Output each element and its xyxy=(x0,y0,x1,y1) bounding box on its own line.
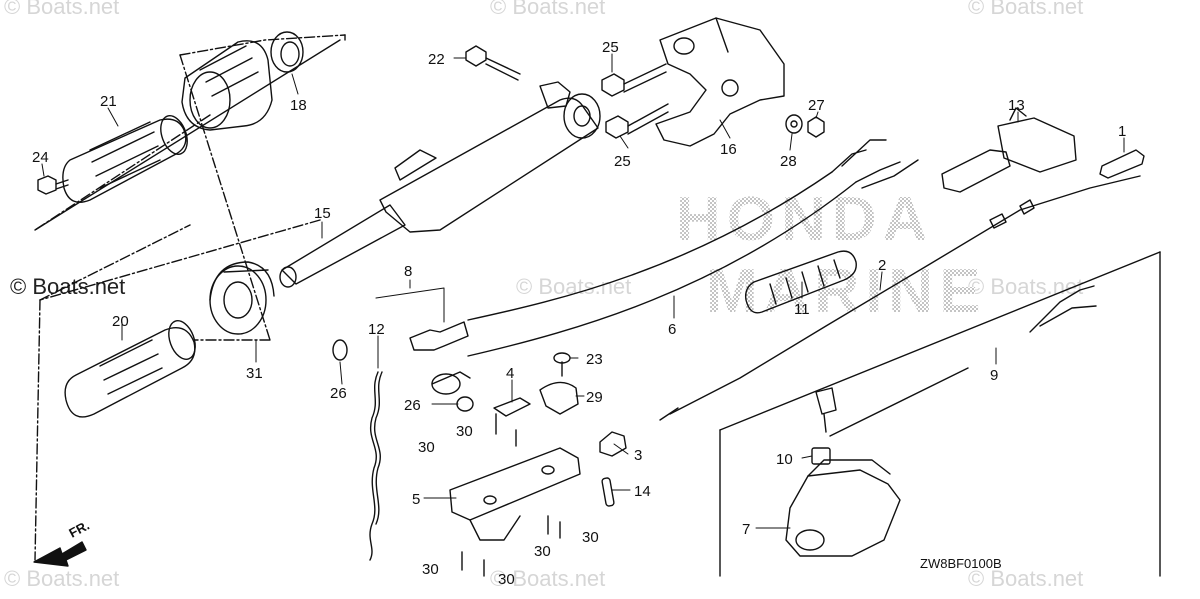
callout-24: 24 xyxy=(32,149,49,166)
callout-28: 28 xyxy=(780,153,797,170)
control-box-7 xyxy=(785,459,901,557)
fr-label: FR. xyxy=(66,518,92,541)
callout-26-lower: 26 xyxy=(404,397,421,414)
lanyard-12 xyxy=(369,371,383,561)
watermark-top-right: © Boats.net xyxy=(968,0,1084,19)
switch-13 xyxy=(941,107,1077,193)
pin-14 xyxy=(601,477,615,507)
bolt-22 xyxy=(465,45,571,109)
grommet-3 xyxy=(599,431,627,457)
tiller-handle-15 xyxy=(279,93,601,288)
callout-27: 27 xyxy=(808,97,825,114)
callout-11: 11 xyxy=(794,301,810,318)
throttle-grip-21 xyxy=(62,115,188,203)
brand-watermark-line2: MARINE xyxy=(706,257,987,326)
screws-30 xyxy=(461,413,561,577)
callout-labels: 1 2 3 4 5 6 7 8 9 10 11 12 13 14 15 16 1… xyxy=(32,39,1126,588)
watermark-mid-center: © Boats.net xyxy=(516,274,632,299)
callout-30-c: 30 xyxy=(534,543,551,560)
callout-14: 14 xyxy=(634,483,651,500)
washer-28 xyxy=(785,114,803,134)
watermark-top-center: © Boats.net xyxy=(490,0,606,19)
lower-right-frame xyxy=(719,251,1161,577)
key-rod-9 xyxy=(815,285,1097,437)
watermark-mid-right: © Boats.net xyxy=(968,274,1084,299)
callout-2: 2 xyxy=(878,257,886,274)
clamp-29 xyxy=(539,381,579,415)
bolt-25-upper xyxy=(601,63,667,97)
callout-12: 12 xyxy=(368,321,385,338)
callout-21: 21 xyxy=(100,93,117,110)
bolt-25-lower xyxy=(605,103,669,139)
brand-watermark-line1: HONDA xyxy=(676,185,933,254)
callout-8: 8 xyxy=(404,263,412,280)
watermark-bottom-left: © Boats.net xyxy=(4,566,120,591)
callout-23: 23 xyxy=(586,351,603,368)
callout-26-upper: 26 xyxy=(330,385,347,402)
callout-30-f: 30 xyxy=(498,571,515,588)
callout-1: 1 xyxy=(1118,123,1126,140)
frame-line-b xyxy=(39,219,321,301)
callout-30-e: 30 xyxy=(422,561,439,578)
callout-3: 3 xyxy=(634,447,642,464)
clip-1 xyxy=(1099,149,1145,179)
grip-cage xyxy=(181,40,273,131)
grip-20 xyxy=(64,320,196,418)
washer-26-lower xyxy=(456,396,474,412)
callout-4: 4 xyxy=(506,365,514,382)
callout-9: 9 xyxy=(990,367,998,384)
grip-group-frame xyxy=(34,34,346,561)
washer-26-upper xyxy=(332,339,348,361)
bracket-16 xyxy=(655,17,785,147)
leader-lines xyxy=(41,53,1125,529)
throttle-spool-31 xyxy=(209,261,275,335)
watermark-bottom-center: © Boats.net xyxy=(490,566,606,591)
callout-10: 10 xyxy=(776,451,793,468)
callout-16: 16 xyxy=(720,141,737,158)
bracket-plate-5 xyxy=(449,447,581,541)
plate-4 xyxy=(493,397,531,417)
callout-13: 13 xyxy=(1008,97,1025,114)
callout-5: 5 xyxy=(412,491,420,508)
fr-arrow-icon xyxy=(33,541,87,567)
watermark-top-left: © Boats.net xyxy=(4,0,120,19)
seal-10 xyxy=(811,447,831,465)
bolt-24 xyxy=(37,175,69,195)
sleeve-11 xyxy=(744,250,857,314)
callout-25-lower: 25 xyxy=(614,153,631,170)
callout-15: 15 xyxy=(314,205,331,222)
throttle-cable-2 xyxy=(659,175,1141,421)
harness-6 xyxy=(467,139,919,357)
nut-27 xyxy=(807,116,825,138)
callout-30-a: 30 xyxy=(456,423,473,440)
callout-22: 22 xyxy=(428,51,445,68)
callout-20: 20 xyxy=(112,313,129,330)
callout-6: 6 xyxy=(668,321,676,338)
connector-8-lower xyxy=(431,371,471,395)
connector-8-upper xyxy=(409,321,469,351)
callout-7: 7 xyxy=(742,521,750,538)
callout-18: 18 xyxy=(290,97,307,114)
callout-31: 31 xyxy=(246,365,263,382)
ring-18 xyxy=(270,31,304,73)
screw-23 xyxy=(553,352,571,377)
callout-30-b: 30 xyxy=(418,439,435,456)
callout-29: 29 xyxy=(586,389,603,406)
frame-line-a xyxy=(34,39,341,231)
diagram-code: ZW8BF0100B xyxy=(920,556,1002,571)
callout-25-upper: 25 xyxy=(602,39,619,56)
watermark-bottom-right: © Boats.net xyxy=(968,566,1084,591)
callout-30-d: 30 xyxy=(582,529,599,546)
